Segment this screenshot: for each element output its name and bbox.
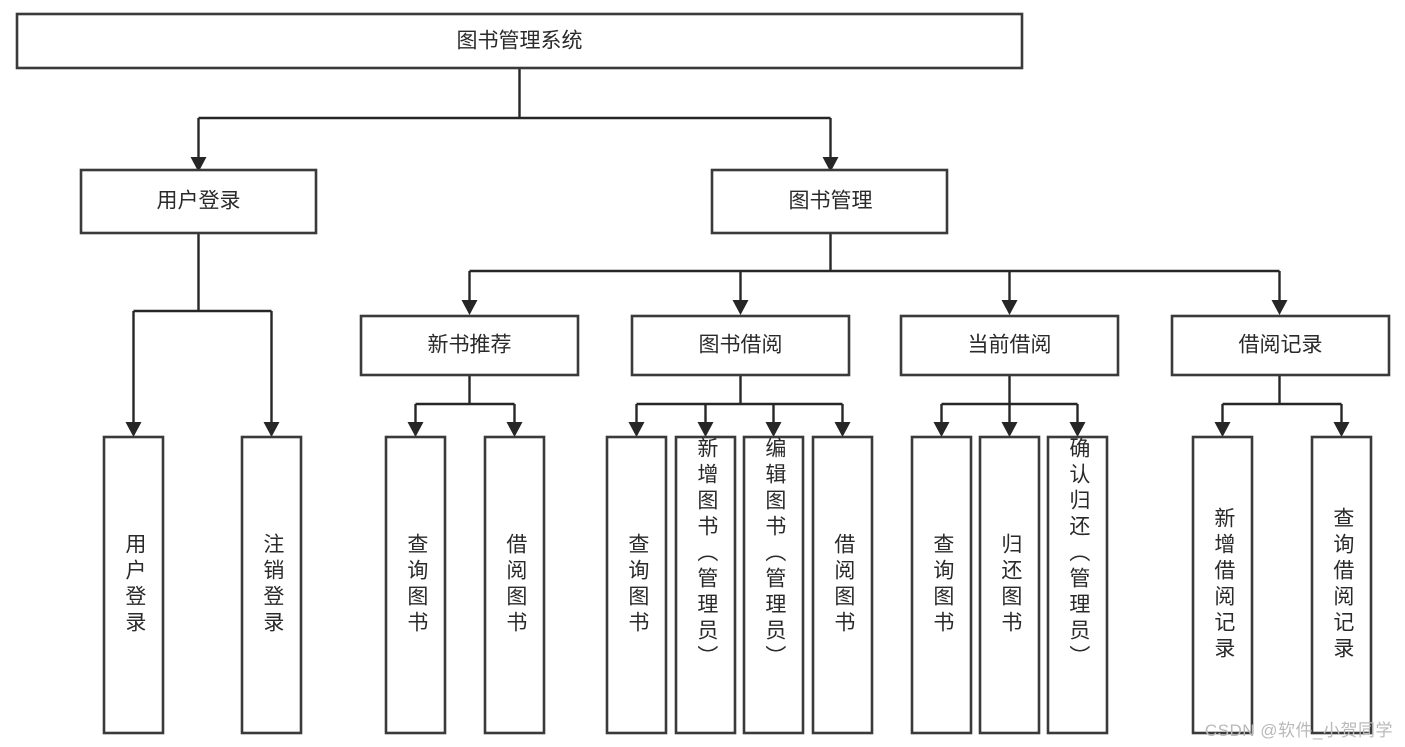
leaf-box-borrow-4[interactable] bbox=[811, 435, 874, 735]
leaf-box-user-login-1[interactable] bbox=[102, 435, 165, 735]
node-root-label: 图书管理系统 bbox=[457, 30, 583, 53]
node-book-borrow[interactable] bbox=[630, 314, 851, 377]
node-book-management[interactable] bbox=[710, 168, 949, 235]
arrowhead-recommend-leaf1 bbox=[407, 422, 424, 437]
arrowhead-current bbox=[1001, 300, 1018, 315]
watermark-text: CSDN @软件_小贺同学 bbox=[1204, 721, 1393, 740]
leaf-box-record-2[interactable] bbox=[1310, 435, 1373, 735]
arrowhead-record bbox=[1271, 300, 1288, 315]
leaf-box-record-1[interactable] bbox=[1191, 435, 1254, 735]
leaf-box-current-2[interactable] bbox=[978, 435, 1041, 735]
arrowhead-borrow-leaf2 bbox=[697, 422, 714, 437]
arrowhead-book-management bbox=[822, 157, 839, 172]
arrowhead-user-login-leaf1 bbox=[125, 422, 142, 437]
arrowhead-record-leaf2 bbox=[1333, 422, 1350, 437]
leaf-box-borrow-1[interactable] bbox=[605, 435, 668, 735]
arrowhead-borrow-leaf1 bbox=[628, 422, 645, 437]
leaf-box-recommend-1[interactable] bbox=[384, 435, 447, 735]
node-user-login[interactable] bbox=[79, 168, 318, 235]
arrowhead-current-leaf3 bbox=[1069, 422, 1086, 437]
leaf-box-recommend-2[interactable] bbox=[483, 435, 546, 735]
node-layer: 图书管理系统 用户登录 图书管理 新书推荐 图书借阅 当前借阅 借阅记录 bbox=[15, 12, 1391, 735]
arrowhead-borrow-leaf3 bbox=[765, 422, 782, 437]
leaf-box-borrow-3[interactable] bbox=[742, 435, 805, 735]
node-current-borrow-label: 当前借阅 bbox=[968, 334, 1052, 357]
arrowhead-record-leaf1 bbox=[1214, 422, 1231, 437]
node-book-borrow-label: 图书借阅 bbox=[699, 334, 783, 357]
arrowhead-recommend-leaf2 bbox=[506, 422, 523, 437]
leaf-box-current-3[interactable] bbox=[1046, 435, 1109, 735]
arrowhead-current-leaf2 bbox=[1001, 422, 1018, 437]
node-borrow-record[interactable] bbox=[1170, 314, 1391, 377]
leaf-box-current-1[interactable] bbox=[910, 435, 973, 735]
node-user-login-label: 用户登录 bbox=[157, 190, 241, 213]
arrowhead-borrow-leaf4 bbox=[834, 422, 851, 437]
arrowhead-borrow bbox=[732, 300, 749, 315]
arrowhead-recommend bbox=[461, 300, 478, 315]
leaf-box-borrow-2[interactable] bbox=[674, 435, 737, 735]
arrowhead-user-login-leaf2 bbox=[263, 422, 280, 437]
node-current-borrow[interactable] bbox=[899, 314, 1120, 377]
node-new-book-recommend[interactable] bbox=[359, 314, 580, 377]
node-book-management-label: 图书管理 bbox=[789, 190, 873, 213]
node-new-book-recommend-label: 新书推荐 bbox=[428, 334, 512, 357]
connector-layer bbox=[125, 68, 1350, 437]
node-borrow-record-label: 借阅记录 bbox=[1239, 334, 1323, 357]
arrowhead-user-login bbox=[190, 157, 207, 172]
arrowhead-current-leaf1 bbox=[933, 422, 950, 437]
leaf-box-user-login-2[interactable] bbox=[240, 435, 303, 735]
node-root[interactable] bbox=[15, 12, 1024, 70]
